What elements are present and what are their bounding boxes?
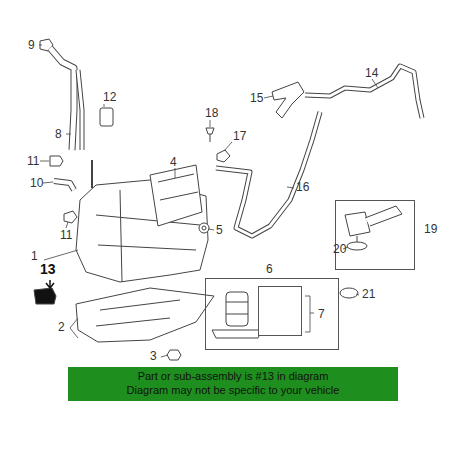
callout-number: 3 bbox=[150, 350, 157, 362]
pump bbox=[226, 292, 248, 326]
leader-lines bbox=[39, 45, 378, 357]
clip bbox=[217, 150, 230, 162]
notice-band: Part or sub-assembly is #13 in diagramDi… bbox=[68, 367, 398, 401]
callout-number: 19 bbox=[424, 223, 437, 235]
callout-number: 5 bbox=[216, 224, 223, 236]
callout-number: 11 bbox=[60, 229, 72, 241]
sensor bbox=[345, 212, 370, 236]
group-box: 7 bbox=[258, 286, 302, 336]
washer bbox=[199, 223, 209, 233]
grommet bbox=[100, 108, 113, 126]
callout-number: 4 bbox=[170, 156, 177, 168]
bracket bbox=[150, 165, 202, 226]
callout-number: 16 bbox=[296, 181, 309, 193]
callout-number: 6 bbox=[266, 263, 273, 275]
callout-number: 8 bbox=[55, 128, 62, 140]
nut bbox=[167, 350, 181, 360]
callout-number: 1 bbox=[31, 250, 38, 262]
cap bbox=[340, 288, 358, 298]
seal bbox=[347, 242, 367, 250]
tube bbox=[216, 112, 320, 236]
hose bbox=[305, 66, 422, 118]
callout-number: 7 bbox=[318, 308, 325, 320]
group-box: 67 bbox=[205, 278, 339, 350]
shield bbox=[76, 288, 214, 342]
callout-number: 17 bbox=[233, 130, 246, 142]
callout-number: 2 bbox=[58, 321, 65, 333]
highlighted-part bbox=[34, 288, 56, 304]
notice-text: Part or sub-assembly is #13 in diagram bbox=[138, 370, 329, 384]
clip bbox=[50, 156, 63, 166]
callout-number: 20 bbox=[333, 243, 346, 255]
filler-pipe bbox=[50, 48, 74, 150]
bracket bbox=[272, 82, 304, 118]
pin bbox=[206, 128, 214, 142]
callout-number: 18 bbox=[205, 107, 218, 119]
notice-text: Diagram may not be specific to your vehi… bbox=[127, 384, 340, 398]
callout-number: 15 bbox=[250, 92, 263, 104]
group-box: 19 bbox=[335, 200, 415, 270]
callout-number: 12 bbox=[103, 91, 116, 103]
callout-number: 10 bbox=[30, 177, 43, 189]
callout-number: 14 bbox=[365, 67, 378, 79]
callout-number: 13 bbox=[40, 262, 56, 276]
clip bbox=[64, 211, 77, 223]
callout-number: 21 bbox=[362, 288, 375, 300]
callout-number: 11 bbox=[27, 155, 39, 167]
callout-number: 9 bbox=[28, 39, 35, 51]
